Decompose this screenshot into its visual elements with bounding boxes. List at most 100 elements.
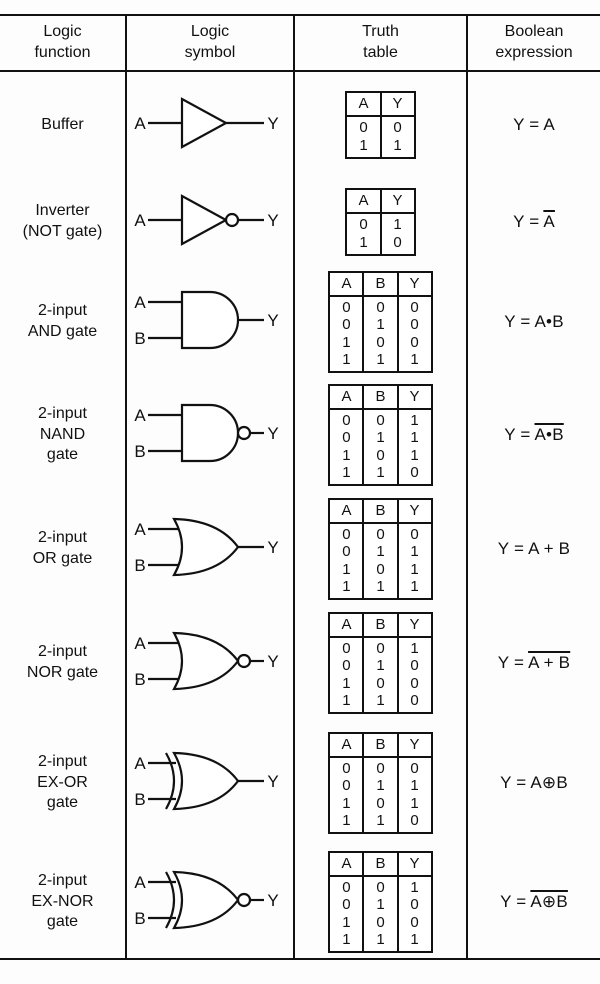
- signal-label: Y: [267, 311, 278, 330]
- signal-label: A: [134, 634, 146, 653]
- truth-table-value: 1: [342, 913, 351, 931]
- truth-table-value: 1: [396, 876, 432, 897]
- signal-label: A: [134, 520, 146, 539]
- signal-label: Y: [267, 652, 278, 671]
- truth-table-header: A: [329, 499, 364, 525]
- truth-table-value: 0: [396, 913, 432, 931]
- truth-table-header: B: [362, 613, 398, 639]
- logic-function-label: Inverter (NOT gate): [22, 202, 103, 240]
- truth-table-value: 0: [362, 333, 398, 351]
- truth-table-value: 0: [362, 296, 398, 317]
- signal-label: Y: [267, 891, 278, 910]
- truth-table-value: 1: [362, 811, 398, 833]
- truth-table-value: 1: [396, 777, 432, 795]
- truth-table-header: Y: [379, 189, 415, 215]
- expression-cell-nand: Y = A•B: [468, 378, 600, 492]
- truth-table-header: B: [362, 385, 398, 411]
- signal-label: B: [134, 329, 145, 348]
- expression-cell-exor: Y = A⊕B: [468, 720, 600, 846]
- signal-label: A: [134, 754, 146, 773]
- truth-table-value: 1: [362, 657, 398, 675]
- truth-table-value: 0: [362, 794, 398, 812]
- expression-cell-exnor: Y = A⊕B: [468, 846, 600, 958]
- signal-label: Y: [267, 424, 278, 443]
- or-gate-icon: ABY: [134, 517, 279, 576]
- truth-table-value: 0: [342, 526, 351, 544]
- signal-label: B: [134, 790, 145, 809]
- truth-table-value: 1: [396, 409, 432, 430]
- truth-table-value: 1: [362, 316, 398, 334]
- signal-label: Y: [267, 538, 278, 557]
- truth-table-header: Y: [396, 272, 432, 298]
- truth-table-header: B: [362, 852, 398, 878]
- truth-table-value: 1: [396, 794, 432, 812]
- signal-label: B: [134, 442, 145, 461]
- truth-table-value: 0: [362, 523, 398, 544]
- boolean-expression: Y = A: [513, 212, 555, 231]
- function-cell-exnor: 2-input EX-NOR gate: [0, 846, 127, 958]
- signal-label: Y: [267, 211, 278, 230]
- boolean-expression: Y = A•B: [504, 425, 564, 444]
- function-cell-buffer: Buffer: [0, 72, 127, 178]
- truth-table-value: 0: [362, 560, 398, 578]
- truth-table-header: A: [329, 852, 364, 878]
- truth-table-value: 1: [379, 213, 415, 234]
- signal-label: A: [134, 293, 146, 312]
- truth-table-value: 1: [396, 560, 432, 578]
- nor-gate-icon: ABY: [134, 631, 279, 690]
- truth-table-value: 1: [396, 637, 432, 658]
- header-boolean-expression: Boolean expression: [468, 16, 600, 72]
- truth-table-value: 0: [342, 640, 351, 658]
- truth-table-value: 1: [342, 577, 351, 595]
- truth-table-value: 0: [362, 637, 398, 658]
- truth-table-header: A: [346, 92, 381, 118]
- truth-table-value: 1: [396, 930, 432, 952]
- truth-table-value: 1: [342, 350, 351, 368]
- logic-function-label: Buffer: [41, 115, 84, 133]
- signal-label: A: [134, 873, 146, 892]
- truth-table-header: Y: [396, 613, 432, 639]
- logic-function-label: 2-input OR gate: [32, 529, 93, 567]
- truth-table-value: 0: [342, 429, 351, 447]
- boolean-expression: Y = A•B: [504, 312, 564, 331]
- expression-term: A: [543, 115, 555, 134]
- truth-table-value: 0: [362, 446, 398, 464]
- truth-table-value: 1: [362, 930, 398, 952]
- logic-gates-table: Logic function Logic symbol Truth table …: [0, 14, 600, 960]
- expression-cell-buffer: Y = A: [468, 72, 600, 178]
- truth-table-value: 1: [362, 577, 398, 599]
